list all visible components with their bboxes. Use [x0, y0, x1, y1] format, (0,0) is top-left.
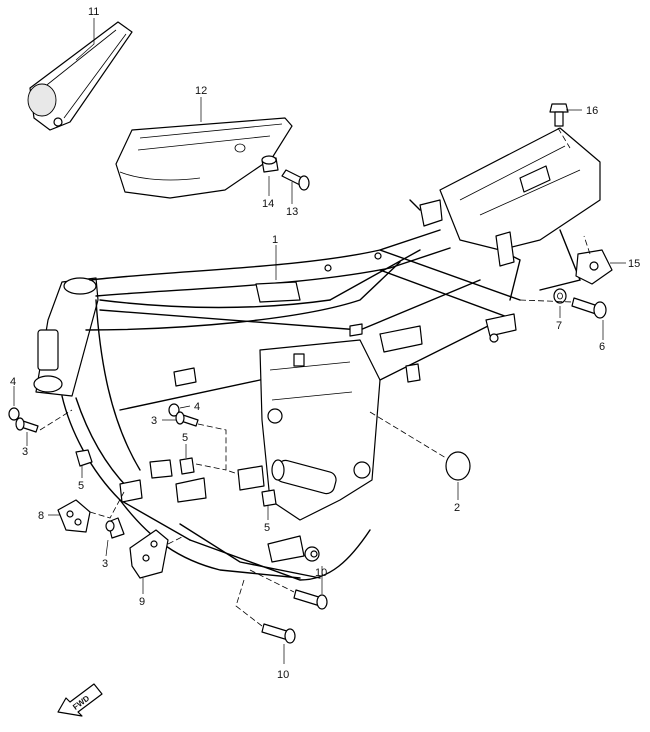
part-5-nut-left[interactable]	[75, 449, 93, 467]
callout-2: 2	[454, 502, 460, 514]
callout-10-upper: 10	[315, 567, 327, 579]
part-10-bolt-lower[interactable]	[261, 623, 296, 644]
alignment-line-bracket-9	[167, 535, 185, 545]
callout-11: 11	[88, 6, 99, 18]
callout-6: 6	[599, 341, 605, 353]
alignment-line-bolt-10-upper	[249, 569, 295, 593]
part-13-bolt[interactable]	[281, 169, 310, 191]
alignment-line-nut-5	[195, 463, 227, 471]
callout-8: 8	[38, 510, 44, 522]
leader-lines	[13, 18, 626, 664]
alignment-line-bolt-10	[235, 579, 263, 627]
callout-4-center: 4	[194, 401, 200, 413]
callout-12: 12	[195, 85, 207, 97]
alignment-line-center	[197, 423, 239, 475]
alignment-line-plate-8	[89, 491, 125, 519]
part-16-bolt[interactable]	[549, 103, 569, 127]
alignment-line-bolt-16	[557, 127, 571, 149]
part-9-bracket[interactable]	[129, 529, 169, 579]
part-3-bolt-lower[interactable]	[105, 517, 125, 539]
part-3-bolt-center[interactable]	[175, 411, 199, 427]
fwd-arrow: FWD	[57, 683, 103, 717]
part-5-nut-lower[interactable]	[261, 489, 277, 507]
callout-3-left: 3	[22, 446, 28, 458]
callout-16: 16	[586, 105, 598, 117]
callout-1: 1	[272, 234, 278, 246]
part-5-nut-center[interactable]	[179, 457, 195, 475]
callout-5-lower: 5	[264, 522, 270, 534]
alignment-line-left	[39, 409, 73, 431]
part-2-plug[interactable]	[445, 451, 471, 481]
part-8-plate[interactable]	[57, 499, 91, 533]
callout-5-center: 5	[182, 432, 188, 444]
part-4-washer-center[interactable]	[168, 403, 180, 417]
callout-7: 7	[556, 320, 562, 332]
callout-9: 9	[139, 596, 145, 608]
callout-15: 15	[628, 258, 640, 270]
part-10-bolt-upper[interactable]	[293, 589, 328, 610]
callout-5-left: 5	[78, 480, 84, 492]
part-15-bracket[interactable]	[575, 249, 613, 285]
part-4-washer-left[interactable]	[8, 407, 20, 421]
part-14-grommet[interactable]	[261, 155, 279, 173]
part-3-bolt-left[interactable]	[15, 417, 39, 433]
alignment-line-bracket-15	[583, 235, 591, 255]
part-12-side-cover[interactable]	[115, 117, 293, 199]
callout-10-lower: 10	[277, 669, 289, 681]
part-6-bolt[interactable]	[571, 297, 607, 319]
part-7-washer[interactable]	[553, 288, 567, 304]
callout-14: 14	[262, 198, 274, 210]
callout-3-center: 3	[151, 415, 157, 427]
part-1-main-frame[interactable]	[33, 127, 601, 581]
callout-4-left: 4	[10, 376, 16, 388]
part-11-cover[interactable]	[27, 21, 133, 131]
callout-13: 13	[286, 206, 298, 218]
alignment-line-plug	[369, 411, 447, 459]
callout-3-lower: 3	[102, 558, 108, 570]
